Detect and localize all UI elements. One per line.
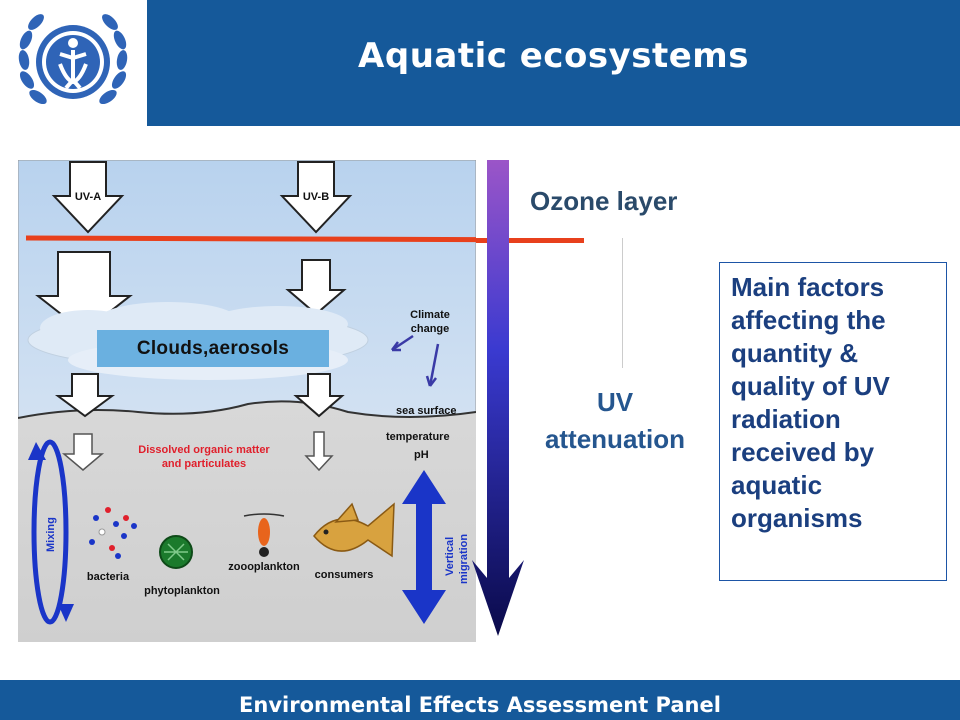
- divider-line: [622, 238, 623, 368]
- factors-line-7: aquatic: [731, 470, 823, 500]
- uv-a-label: UV-A: [75, 191, 101, 203]
- consumers-label: consumers: [315, 569, 374, 581]
- bacteria-label: bacteria: [87, 571, 130, 583]
- aquatic-uv-diagram: UV-A UV-B Climate change sea surface tem…: [18, 160, 476, 642]
- footer-bar: [0, 680, 960, 720]
- climate-change-label-2: change: [411, 323, 450, 335]
- factors-line-8: organisms: [731, 503, 863, 533]
- factors-line-6: received by: [731, 437, 875, 467]
- uv-b-arrow: UV-B: [279, 161, 353, 234]
- uv-attenuation-arrow-icon: [472, 160, 524, 636]
- fish-icon: [313, 502, 395, 558]
- ph-label: pH: [414, 449, 429, 461]
- zooplankton-label: zoooplankton: [228, 561, 300, 573]
- uv-attenuation-label: UV attenuation: [520, 384, 710, 458]
- uv-b-arrow-water: [304, 431, 334, 472]
- factors-line-4: quality of UV: [731, 371, 890, 401]
- page-title: Aquatic ecosystems: [358, 36, 749, 76]
- clouds-aerosols-label: Clouds,aerosols: [97, 330, 329, 367]
- vertical-migration-arrow: [402, 470, 446, 624]
- temperature-label: temperature: [386, 431, 450, 443]
- uv-a-arrow-low: [54, 373, 116, 418]
- factors-line-2: affecting the: [731, 305, 886, 335]
- climate-arrow-1: [391, 334, 414, 352]
- dissolved-label-2: and particulates: [162, 458, 246, 470]
- factors-line-1: Main factors: [731, 272, 885, 302]
- uv-b-arrow-low: [293, 373, 345, 418]
- footer-text: Environmental Effects Assessment Panel: [239, 693, 721, 717]
- phytoplankton-icon: [159, 535, 193, 569]
- factors-line-3: quantity &: [731, 338, 859, 368]
- factors-line-5: radiation: [731, 404, 841, 434]
- ozone-line-extension: [476, 238, 584, 243]
- logo-panel: [0, 0, 147, 126]
- ozone-line: [25, 235, 476, 243]
- uv-a-arrow: UV-A: [51, 161, 125, 234]
- uv-b-arrow-mid: [285, 259, 347, 316]
- climate-arrow-2: [428, 343, 440, 387]
- uv-label: UV: [596, 387, 634, 417]
- mixing-label: Mixing: [45, 517, 57, 552]
- migration-label: migration: [458, 534, 470, 584]
- phytoplankton-label: phytoplankton: [144, 585, 220, 597]
- main-factors-box: Main factors affecting the quantity & qu…: [719, 262, 947, 581]
- dissolved-label-1: Dissolved organic matter: [138, 444, 270, 456]
- climate-change-label-1: Climate: [410, 309, 450, 321]
- attenuation-label: attenuation: [544, 424, 686, 454]
- vertical-label: Vertical: [444, 537, 456, 576]
- header-bar: [0, 0, 960, 126]
- uv-a-arrow-water: [61, 433, 105, 471]
- mixing-loop-icon: [28, 439, 74, 625]
- bacteria-dots-icon: [89, 507, 137, 559]
- ozone-layer-label: Ozone layer: [530, 186, 678, 216]
- unep-wreath-logo-icon: [18, 14, 128, 105]
- zooplankton-icon: [243, 513, 285, 557]
- uv-b-label: UV-B: [303, 191, 329, 203]
- sea-surface-label: sea surface: [396, 405, 457, 417]
